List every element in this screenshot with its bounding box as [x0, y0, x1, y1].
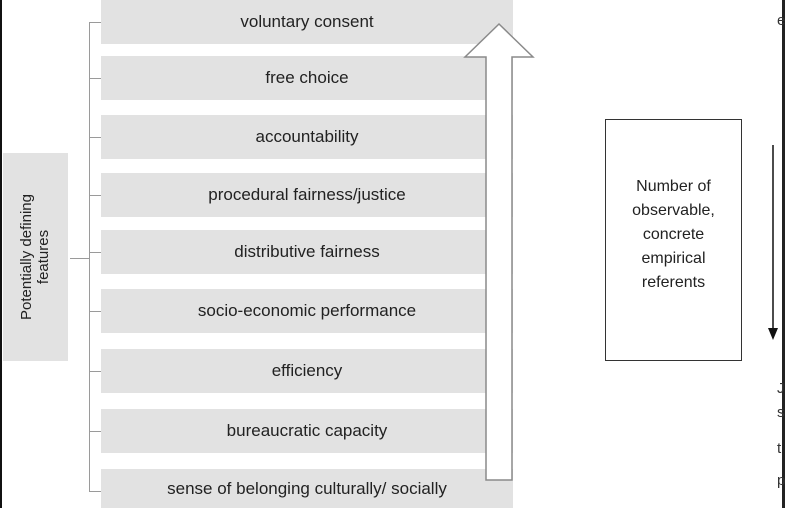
edge-glyph: s [777, 404, 785, 421]
feature-efficiency: efficiency [101, 349, 513, 393]
bracket-tick [89, 78, 101, 79]
feature-sense-of-belonging: sense of belonging culturally/ socially [101, 469, 513, 508]
bracket-tick [89, 252, 101, 253]
side-label-box [3, 153, 68, 361]
edge-glyph: e [777, 12, 785, 29]
bracket-tick [89, 195, 101, 196]
bracket-stub [70, 258, 90, 259]
bracket-tick [89, 431, 101, 432]
left-edge-border [0, 0, 2, 508]
referents-text: Number of observable, concrete empirical… [632, 178, 715, 291]
feature-free-choice: free choice [101, 56, 513, 100]
edge-glyph: t [777, 440, 782, 457]
bracket-tick [89, 491, 101, 492]
feature-socio-economic-performance: socio-economic performance [101, 289, 513, 333]
bracket-tick [89, 311, 101, 312]
bracket-tick [89, 137, 101, 138]
feature-procedural-fairness: procedural fairness/justice [101, 173, 513, 217]
referents-box: Number of observable, concrete empirical… [605, 119, 742, 361]
feature-accountability: accountability [101, 115, 513, 159]
bracket-tick [89, 371, 101, 372]
right-edge-border [782, 0, 785, 508]
edge-glyph: J [777, 380, 785, 397]
upward-arrow [463, 22, 535, 481]
feature-voluntary-consent: voluntary consent [101, 0, 513, 44]
feature-bureaucratic-capacity: bureaucratic capacity [101, 409, 513, 453]
feature-distributive-fairness: distributive fairness [101, 230, 513, 274]
down-arrow-head [768, 328, 778, 340]
bracket-tick [89, 22, 101, 23]
bracket-spine [89, 22, 90, 491]
edge-glyph: p [777, 472, 785, 489]
